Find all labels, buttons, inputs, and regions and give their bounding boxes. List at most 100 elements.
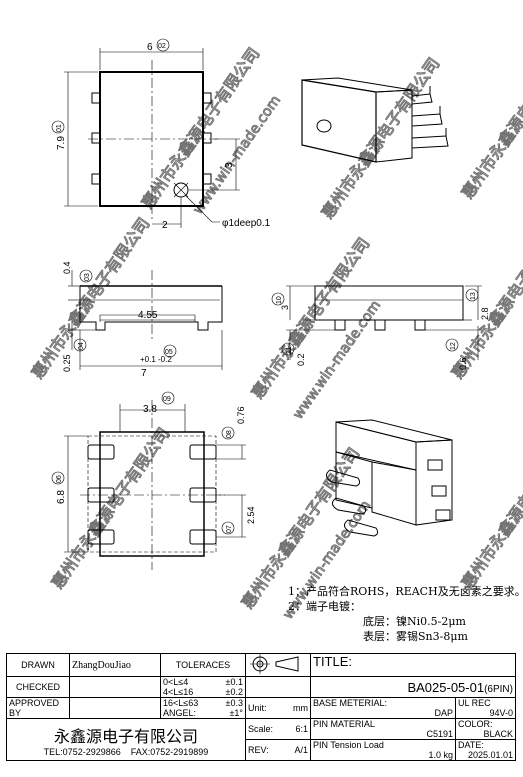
color-value: BLACK — [483, 729, 513, 739]
rev-cell: REV: A/1 — [245, 739, 311, 761]
notes: 1：产品符合ROHS，REACH及无卤素之要求。 2：端子电镀： 底层：镍Ni0… — [288, 584, 523, 644]
tol-row3-range: 16<L≤63 — [163, 698, 199, 708]
note-line-4: 表层：雾锡Sn3-8μm — [363, 630, 468, 643]
note-line-1: 1：产品符合ROHS，REACH及无卤素之要求。 — [288, 585, 523, 598]
dim-bot-w: 3.8 — [143, 404, 157, 415]
dim-top-thk-id: 03 — [84, 273, 91, 281]
part-number: BA025-05-01 — [407, 679, 485, 695]
scale-label: Scale: — [248, 724, 274, 734]
tol-row1-range: 0<L≤4 — [163, 677, 189, 687]
dim-side-bot-id: 12 — [450, 342, 457, 350]
ul-label: UL REC — [458, 698, 491, 708]
tol-header: TOLERACES — [160, 653, 246, 677]
drawn-value: ZhangDouJiao — [69, 653, 161, 677]
tol-table-2: 16<L≤63 ±0.3 ANGEL: ±1° — [160, 697, 246, 719]
base-mat-value: DAP — [434, 708, 453, 718]
watermark-company: 惠州市永鑫源电子有限公司 — [458, 34, 523, 202]
ul-value: 94V-0 — [489, 708, 513, 718]
company-cell: 永鑫源电子有限公司 TEL:0752-2929866 FAX:0752-2919… — [6, 718, 246, 761]
projection-blank — [245, 676, 311, 698]
pin-mat-value: C5191 — [426, 729, 453, 739]
note-line-2: 2：端子电镀： — [288, 600, 361, 613]
dim-side-h-id: 10 — [276, 296, 283, 304]
watermark-company: 惠州市永鑫源电子有限公司 — [48, 424, 174, 592]
part-pins: (6PIN) — [484, 683, 513, 695]
tension-label: PIN Tension Load — [313, 740, 384, 750]
dim-base-thk: 0.25 — [62, 354, 72, 372]
rev-value: A/1 — [294, 745, 308, 755]
dim-side-bot: 0.6 — [458, 357, 468, 370]
top-view — [64, 48, 240, 228]
company-tel: TEL:0752-2929866 — [43, 746, 121, 757]
projection-symbol — [245, 653, 311, 677]
tol-row2-val: ±0.2 — [225, 687, 243, 697]
dim-hole: φ1deep0.1 — [222, 218, 271, 229]
tol-table: 0<L≤4 ±0.1 4<L≤16 ±0.2 — [160, 676, 246, 698]
checked-value — [69, 676, 161, 698]
ul-cell: UL REC 94V-0 — [455, 697, 516, 719]
approved-label: APPROVED BY — [6, 697, 70, 719]
dim-width: 6 — [147, 42, 153, 53]
tol-row3-val: ±0.3 — [225, 698, 243, 708]
dim-top-thk: 0.4 — [62, 261, 72, 274]
watermark-company: 惠州市永鑫源电子有限公司 — [28, 214, 154, 382]
isometric-top-view — [301, 77, 449, 163]
tension-value: 1.0 kg — [428, 750, 453, 760]
base-mat-label: BASE METERIAL: — [313, 698, 388, 708]
base-mat-cell: BASE METERIAL: DAP — [310, 697, 456, 719]
unit-label: Unit: — [248, 703, 267, 713]
date-value: 2025.01.01 — [467, 750, 513, 760]
watermark-company: 惠州市永鑫源电子有限公司 — [248, 234, 374, 402]
company-fax: FAX:0752-2919899 — [130, 746, 209, 757]
bottom-view — [64, 400, 246, 570]
drawn-label: DRAWN — [6, 653, 70, 677]
dim-pad-h: 0.76 — [236, 406, 246, 424]
tol-angle-label: ANGEL: — [163, 708, 197, 718]
date-cell: DATE: 2025.01.01 — [455, 739, 516, 761]
note-line-3: 底层：镍Ni0.5-2μm — [363, 615, 466, 628]
watermark-company: 惠州市永鑫源电子有限公司 — [448, 214, 523, 382]
tol-row1-val: ±0.1 — [225, 677, 243, 687]
dim-total-len-id: 05 — [165, 349, 173, 356]
dim-pitch: 2.54 — [246, 506, 256, 524]
dim-pin-offset: 3 — [224, 162, 235, 168]
tension-cell: PIN Tension Load 1.0 kg — [310, 739, 456, 761]
dim-total-len-tol: +0.1 -0.2 — [140, 355, 172, 364]
isometric-bottom-view — [326, 419, 453, 537]
tol-angle-val: ±1° — [229, 708, 243, 718]
front-view — [68, 270, 223, 370]
dim-bot-w-id: 09 — [163, 396, 171, 403]
side-view — [286, 285, 482, 360]
watermark-company: 惠州市永鑫源电子有限公司 — [318, 54, 444, 222]
rev-label: REV: — [248, 745, 269, 755]
dim-side-pin: 0.2 — [296, 353, 306, 366]
title-block: DRAWN ZhangDouJiao TOLERACES TITLE: CHEC… — [6, 653, 516, 761]
dim-side-h: 3 — [280, 305, 290, 310]
color-cell: COLOR: BLACK — [455, 718, 516, 740]
unit-cell: Unit: mm — [245, 697, 311, 719]
approved-value — [69, 697, 161, 719]
dim-side-top: 2.8 — [480, 307, 490, 320]
dim-side-top-id: 13 — [470, 292, 477, 300]
title-label: TITLE: — [310, 653, 516, 677]
scale-cell: Scale: 6:1 — [245, 718, 311, 740]
dim-pad-h-id: 08 — [226, 430, 233, 438]
pin-mat-cell: PIN MATERIAL C5191 — [310, 718, 456, 740]
scale-value: 6:1 — [295, 724, 308, 734]
dim-height: 7.9 — [56, 136, 67, 150]
dim-pitch-id: 07 — [226, 525, 233, 533]
watermark-layer: 惠州市永鑫源电子有限公司 www.win-made.com 惠州市永鑫源电子有限… — [27, 34, 523, 623]
tol-row2-range: 4<L≤16 — [163, 687, 194, 697]
company-name: 永鑫源电子有限公司 — [53, 726, 198, 746]
watermark-company: 惠州市永鑫源电子有限公司 — [138, 44, 264, 212]
dim-side-pin-id: 11 — [286, 347, 293, 354]
date-label: DATE: — [458, 740, 484, 750]
dim-bot-h: 6.8 — [56, 490, 67, 504]
dim-total-len: 7 — [141, 368, 147, 379]
dim-inner: 4.55 — [138, 310, 158, 321]
checked-label: CHECKED — [6, 676, 70, 698]
dim-base-thk-id: 04 — [78, 342, 85, 350]
dim-bot-h-id: 06 — [56, 475, 63, 483]
pin-mat-label: PIN MATERIAL — [313, 719, 375, 729]
